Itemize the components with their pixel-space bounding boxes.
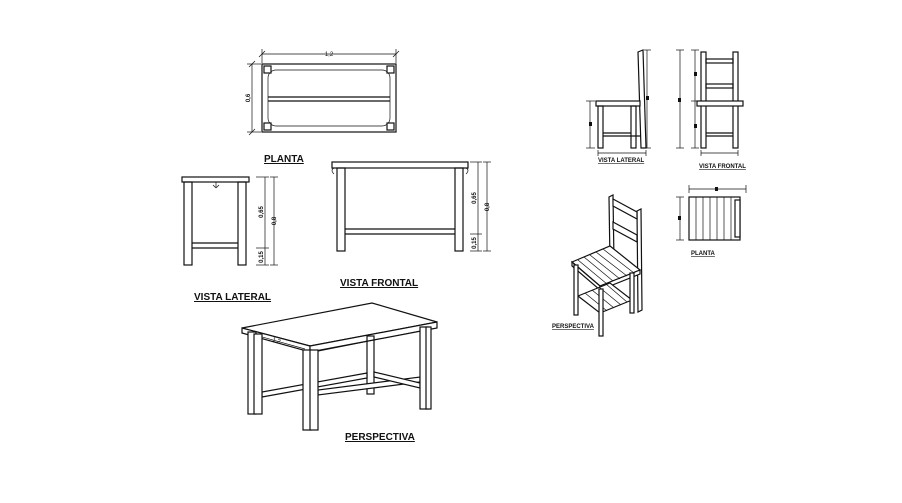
- table-plan-view: [247, 49, 400, 136]
- table-perspective-view: [241, 302, 438, 431]
- table-plan-width-dim: 1,2: [325, 52, 334, 58]
- table-front-leg-dim: 0,65: [472, 192, 478, 204]
- chair-side-view: [586, 49, 651, 156]
- table-plan-depth-dim: 0,6: [246, 93, 252, 102]
- table-front-view: [331, 161, 491, 252]
- chair-perspective-title: PERSPECTIVA: [552, 324, 595, 330]
- table-front-bottom-dim: 0,15: [472, 237, 478, 249]
- table-side-leg-dim: 0,65: [259, 206, 265, 218]
- chair-plan-title: PLANTA: [691, 251, 716, 257]
- table-side-bottom-dim: 0,15: [259, 251, 265, 263]
- table-side-total-dim: 0,8: [272, 216, 278, 225]
- table-front-total-dim: 0,8: [485, 202, 491, 211]
- chair-front-title: VISTA FRONTAL: [699, 164, 746, 170]
- table-side-title: VISTA LATERAL: [194, 292, 271, 303]
- table-perspective-width-dim: 1,2: [271, 337, 281, 345]
- chair-side-title: VISTA LATERAL: [598, 158, 645, 164]
- table-plan-title: PLANTA: [264, 154, 304, 165]
- chair-perspective-view: [570, 194, 643, 337]
- chair-front-view: [676, 49, 744, 156]
- table-side-view: [181, 176, 278, 266]
- chair-plan-view: [676, 185, 747, 241]
- table-front-title: VISTA FRONTAL: [340, 278, 418, 289]
- table-perspective-title: PERSPECTIVA: [345, 432, 415, 443]
